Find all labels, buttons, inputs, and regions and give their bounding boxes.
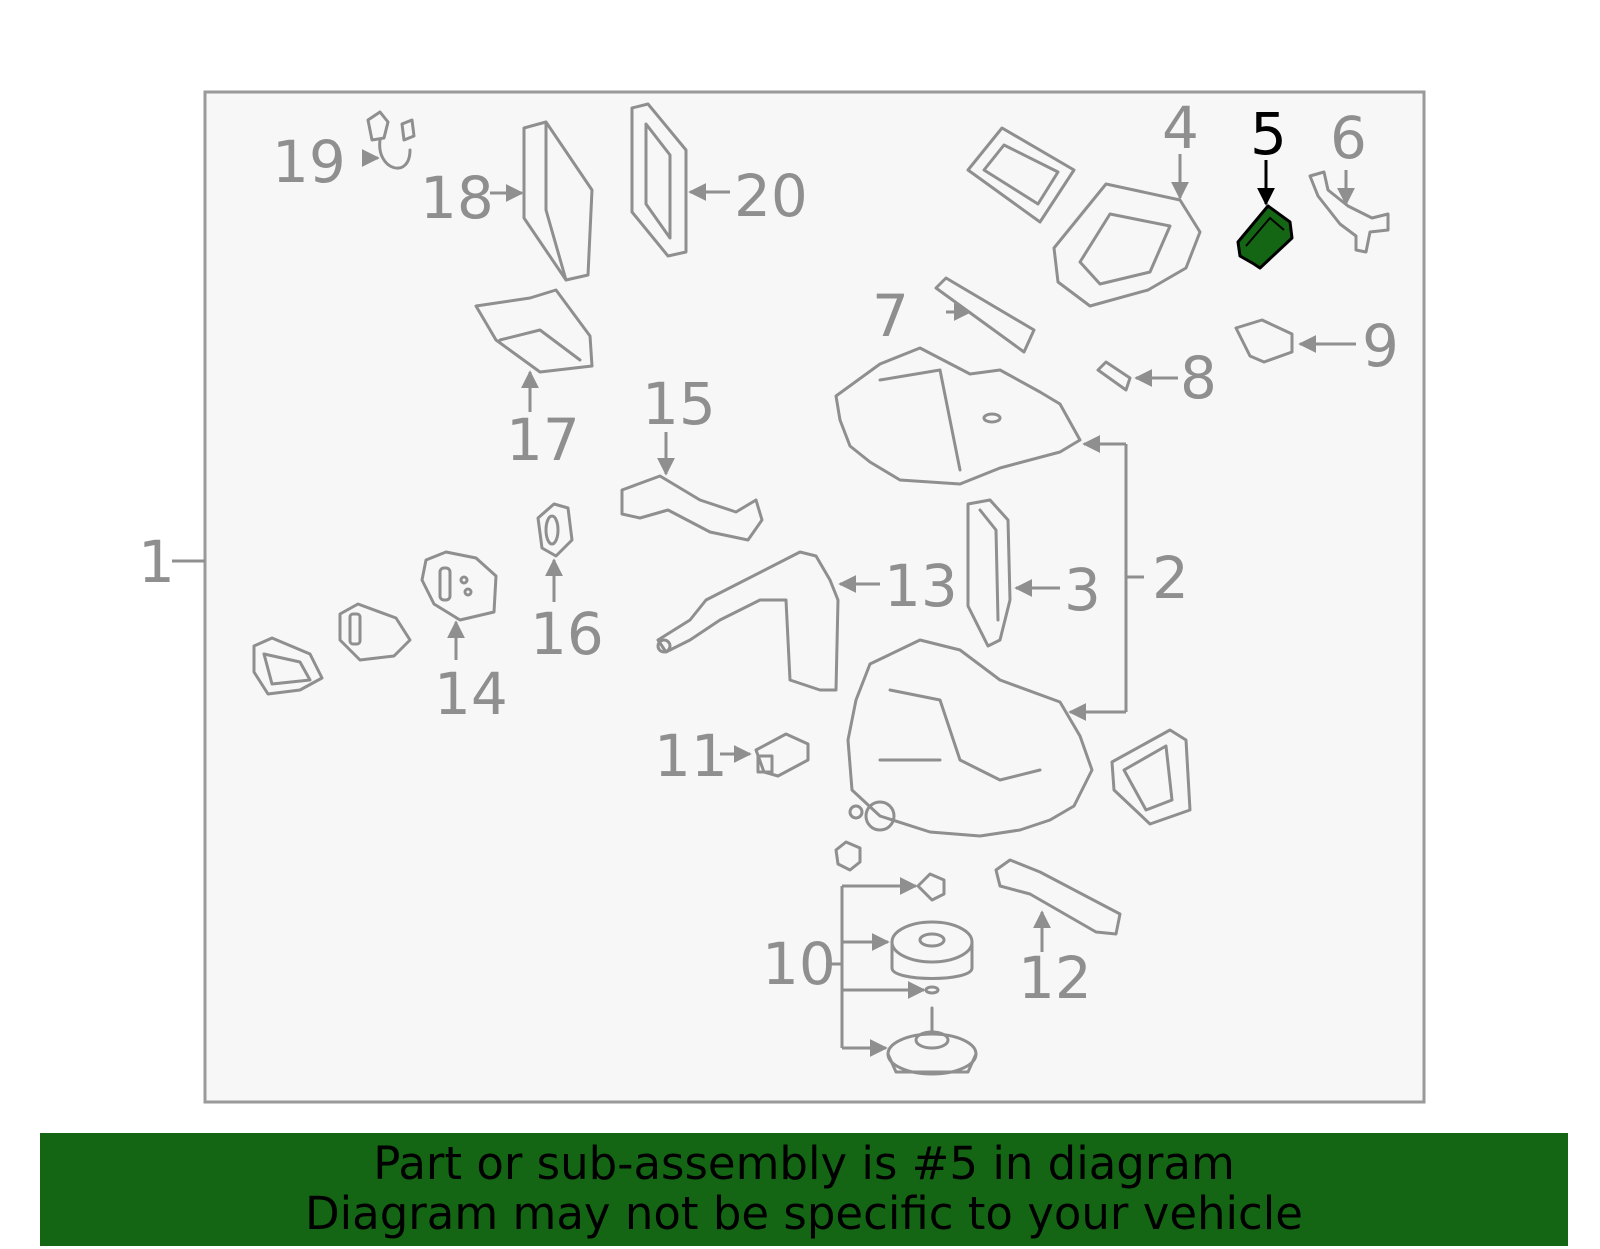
part-2-upper-case xyxy=(834,346,1082,486)
callout-18: 18 xyxy=(420,164,494,232)
part-17-duct xyxy=(474,288,594,374)
part-18-evaporator xyxy=(522,120,594,282)
part-7-seal xyxy=(934,276,1036,354)
part-info-banner: Part or sub-assembly is #5 in diagram Di… xyxy=(40,1133,1568,1246)
part-11-sensor xyxy=(754,732,810,778)
callout-19: 19 xyxy=(272,128,346,196)
part-10-blower xyxy=(886,872,978,1076)
callout-4: 4 xyxy=(1162,94,1199,162)
callout-labels: 1 2 3 4 5 6 7 8 9 10 11 12 13 14 15 16 1… xyxy=(138,94,1399,1012)
callout-2: 2 xyxy=(1152,544,1189,612)
banner-line-part: Part or sub-assembly is #5 in diagram xyxy=(373,1137,1235,1190)
part-14-panel xyxy=(420,550,498,622)
callout-7: 7 xyxy=(872,282,909,350)
callout-3: 3 xyxy=(1064,556,1101,624)
part-5-highlighted[interactable] xyxy=(1236,204,1294,270)
diagram-frame xyxy=(203,90,1426,1104)
callout-17: 17 xyxy=(506,406,580,474)
banner-line-disclaimer: Diagram may not be specific to your vehi… xyxy=(305,1187,1303,1240)
callout-8: 8 xyxy=(1180,344,1217,412)
part-gasket xyxy=(1110,728,1192,826)
part-8-clip xyxy=(1096,360,1132,392)
callout-16: 16 xyxy=(530,600,604,668)
callout-14: 14 xyxy=(434,660,508,728)
callout-6: 6 xyxy=(1330,104,1367,172)
callout-1: 1 xyxy=(138,528,175,596)
callout-9: 9 xyxy=(1362,312,1399,380)
callout-12: 12 xyxy=(1018,944,1092,1012)
callout-5[interactable]: 5 xyxy=(1250,100,1287,168)
part-14-cover-b xyxy=(252,636,324,696)
part-12-duct xyxy=(994,858,1122,936)
callout-20: 20 xyxy=(734,162,808,230)
part-6-bracket xyxy=(1308,170,1390,254)
part-14-cover-a xyxy=(338,602,412,662)
callout-15: 15 xyxy=(642,370,716,438)
part-20-filter xyxy=(630,102,688,258)
part-3-seal xyxy=(966,498,1012,648)
part-9-actuator xyxy=(1234,318,1294,364)
part-13-heater-core xyxy=(656,550,840,692)
callout-10: 10 xyxy=(762,930,836,998)
part-2-lower-case xyxy=(846,638,1094,838)
callout-13: 13 xyxy=(884,552,958,620)
leader-lines xyxy=(172,149,1356,1057)
part-19-connector xyxy=(366,110,416,170)
part-small-clip xyxy=(834,840,862,872)
part-15-pipe xyxy=(620,474,764,542)
part-16-grommet xyxy=(536,502,574,558)
callout-11: 11 xyxy=(654,722,728,790)
part-4-housing xyxy=(966,126,1202,308)
